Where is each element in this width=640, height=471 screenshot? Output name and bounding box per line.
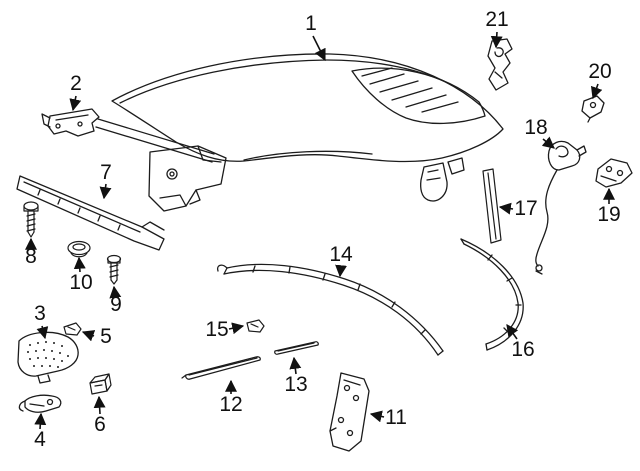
part-18-latch-with-cable: [535, 140, 587, 275]
part-6-spacer-block: [89, 373, 112, 395]
callout-1-arrow: [312, 35, 326, 62]
part-14-weatherstrip-seal: [216, 263, 444, 356]
callout-arrows: [25, 31, 615, 430]
part-9-screw: [106, 254, 122, 285]
part-17-trim-strip: [482, 168, 502, 244]
callout-16-label: 16: [511, 338, 534, 361]
callout-9-arrow: [109, 285, 122, 299]
callout-6-label: 6: [94, 413, 106, 436]
callout-18-label: 18: [524, 116, 547, 139]
callout-13-label: 13: [284, 373, 307, 396]
callout-10-arrow: [73, 256, 86, 273]
callout-6-arrow: [93, 395, 106, 415]
callout-20-label: 20: [588, 60, 611, 83]
callout-15-arrow: [228, 322, 245, 335]
callout-10-label: 10: [69, 271, 92, 294]
callout-21-label: 21: [485, 8, 508, 31]
callout-2-arrow: [69, 95, 82, 112]
callout-13-arrow: [289, 356, 302, 375]
part-21-striker-bracket: [487, 38, 513, 91]
part-10-grommet: [67, 240, 91, 258]
callout-5-label: 5: [100, 325, 112, 348]
callout-8-label: 8: [25, 245, 37, 268]
callout-5-arrow: [81, 330, 96, 342]
part-1-hardtop-roof-panel: [111, 53, 504, 202]
part-8-screw: [23, 201, 39, 238]
part-15-clip: [246, 319, 265, 333]
callout-9-label: 9: [110, 293, 122, 316]
callout-1-label: 1: [305, 12, 317, 35]
callout-19-label: 19: [597, 203, 620, 226]
callout-3-label: 3: [34, 302, 46, 325]
callout-12-label: 12: [219, 393, 242, 416]
part-7-side-rail: [16, 175, 165, 251]
part-13-trim-strip: [274, 341, 319, 355]
callout-3-arrow: [36, 325, 49, 340]
part-12-trim-strip: [181, 356, 261, 380]
callout-17-arrow: [498, 202, 514, 215]
callout-4-label: 4: [34, 428, 46, 451]
callout-labels: 1 2 3 4 5 6 7 8 9 10 11 12 13 14 15 16 1…: [25, 8, 621, 451]
callout-21-arrow: [490, 31, 503, 49]
callout-11-arrow: [369, 410, 385, 423]
callout-2-label: 2: [70, 72, 82, 95]
callout-16-arrow: [506, 324, 519, 340]
part-5-clip: [63, 322, 82, 336]
callout-17-label: 17: [514, 197, 537, 220]
callout-15-label: 15: [205, 318, 228, 341]
callout-14-arrow: [335, 264, 348, 278]
callout-4-arrow: [34, 412, 47, 430]
callout-14-label: 14: [329, 243, 353, 266]
part-3-mounting-plate: [17, 331, 79, 384]
part-11-mounting-plate: [329, 372, 370, 452]
part-19-bracket: [595, 158, 633, 188]
callout-18-arrow: [541, 136, 555, 149]
part-2-hinge-bracket-assembly: [41, 108, 227, 212]
callout-7-label: 7: [100, 161, 112, 184]
part-20-bracket: [581, 95, 605, 123]
callout-7-arrow: [99, 183, 112, 200]
callout-20-arrow: [590, 83, 603, 100]
part-4-bracket: [18, 394, 62, 413]
callout-11-label: 11: [385, 406, 407, 429]
part-16-weatherstrip-seal: [460, 238, 524, 351]
